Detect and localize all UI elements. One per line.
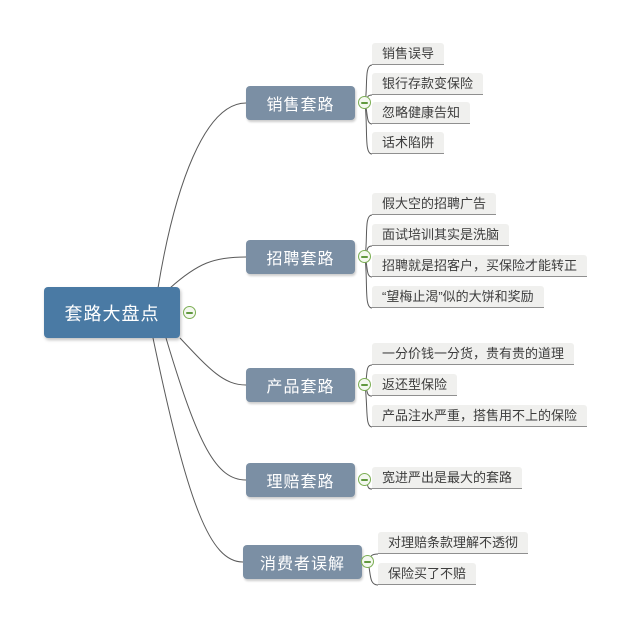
leaf-topic[interactable]: 返还型保险 [372, 374, 458, 396]
branch-topic-claims[interactable]: 理赔套路 [246, 463, 355, 497]
minus-icon [361, 101, 368, 104]
branch-collapse-toggle[interactable] [361, 555, 374, 568]
branch-collapse-toggle[interactable] [358, 96, 371, 109]
minus-icon [364, 560, 371, 563]
leaf-topic[interactable]: “望梅止渴”似的大饼和奖励 [372, 286, 544, 308]
leaf-topic[interactable]: 销售误导 [372, 43, 445, 65]
leaf-topic[interactable]: 一分价钱一分货，贵有贵的道理 [372, 343, 575, 365]
branch-collapse-toggle[interactable] [358, 473, 371, 486]
branch-collapse-toggle[interactable] [358, 250, 371, 263]
leaf-topic[interactable]: 宽进严出是最大的套路 [372, 467, 523, 489]
root-collapse-toggle[interactable] [183, 306, 196, 319]
leaf-topic[interactable]: 招聘就是招客户，买保险才能转正 [372, 255, 588, 277]
branch-topic-product[interactable]: 产品套路 [246, 368, 355, 402]
leaf-topic[interactable]: 话术陷阱 [372, 132, 445, 154]
connector-group [152, 64, 379, 586]
leaf-topic[interactable]: 银行存款变保险 [372, 73, 484, 95]
minus-icon [361, 383, 368, 386]
leaf-topic[interactable]: 忽略健康告知 [372, 102, 471, 124]
leaf-topic[interactable]: 面试培训其实是洗脑 [372, 224, 510, 246]
leaf-topic[interactable]: 对理赔条款理解不透彻 [378, 532, 529, 554]
minus-icon [361, 478, 368, 481]
leaf-topic[interactable]: 保险买了不赔 [378, 563, 477, 585]
branch-collapse-toggle[interactable] [358, 378, 371, 391]
branch-topic-recruiting[interactable]: 招聘套路 [246, 240, 355, 274]
minus-icon [186, 311, 193, 314]
branch-topic-sales[interactable]: 销售套路 [246, 86, 355, 120]
leaf-topic[interactable]: 假大空的招聘广告 [372, 193, 497, 215]
leaf-topic[interactable]: 产品注水严重，搭售用不上的保险 [372, 405, 588, 427]
root-topic[interactable]: 套路大盘点 [44, 287, 180, 338]
minus-icon [361, 255, 368, 258]
branch-topic-consumer[interactable]: 消费者误解 [243, 545, 362, 579]
